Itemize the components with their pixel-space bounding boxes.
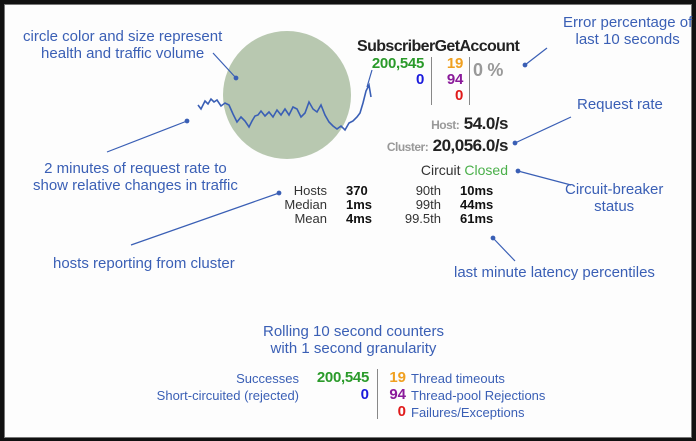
command-name: SubscriberGetAccount xyxy=(357,38,520,55)
circuit-status-row: Circuit Closed xyxy=(421,162,508,178)
rolling-counters-annotation: Rolling 10 second counters with 1 second… xyxy=(263,323,444,357)
diagram-graphics xyxy=(106,31,572,262)
divider-1 xyxy=(431,57,432,105)
legend: Successes 200,545 Short-circuited (rejec… xyxy=(5,369,691,429)
host-rate-row: Host: 54.0/s xyxy=(431,114,508,134)
circuit-label: Circuit xyxy=(420,162,461,178)
divider-2 xyxy=(469,57,470,105)
circuit-breaker-annotation: Circuit-breaker status xyxy=(565,181,664,215)
legend-successes-label: Successes xyxy=(236,371,299,386)
legend-short-value: 0 xyxy=(360,386,369,403)
successes-count: 200,545 xyxy=(371,55,424,72)
circuit-status: Closed xyxy=(464,162,508,178)
legend-short-label: Short-circuited (rejected) xyxy=(156,388,299,403)
hosts-annotation: hosts reporting from cluster xyxy=(53,255,235,272)
health-circle xyxy=(223,31,351,159)
thread-timeouts-count: 19 xyxy=(446,55,463,72)
legend-successes-value: 200,545 xyxy=(316,369,369,386)
cluster-rate-row: Cluster: 20,056.0/s xyxy=(386,136,509,156)
error-percentage-annotation: Error percentage of last 10 seconds xyxy=(563,14,693,48)
legend-divider xyxy=(377,369,378,419)
legend-timeouts-label: Thread timeouts xyxy=(411,371,505,386)
thread-pool-rejections-count: 94 xyxy=(446,71,463,88)
host-rate-value: 54.0/s xyxy=(463,114,509,133)
circle-annotation: circle color and size represent health a… xyxy=(23,28,223,62)
legend-failures-value: 0 xyxy=(397,403,406,420)
error-percentage: 0 % xyxy=(473,60,504,80)
sparkline-annotation: 2 minutes of request rate to show relati… xyxy=(33,160,238,194)
cluster-rate-label: Cluster: xyxy=(386,140,429,154)
legend-rejections-value: 94 xyxy=(389,386,406,403)
request-rate-annotation: Request rate xyxy=(577,96,663,113)
request-rate-sparkline xyxy=(197,82,372,132)
hystrix-dashboard-panel: circle color and size represent health a… xyxy=(4,4,692,438)
legend-timeouts-value: 19 xyxy=(389,369,406,386)
latency-annotation: last minute latency percentiles xyxy=(454,264,655,281)
failures-count: 0 xyxy=(454,87,463,104)
host-rate-label: Host: xyxy=(431,118,460,132)
cluster-rate-value: 20,056.0/s xyxy=(432,136,509,155)
short-circuited-count: 0 xyxy=(415,71,424,88)
legend-rejections-label: Thread-pool Rejections xyxy=(411,388,546,403)
legend-failures-label: Failures/Exceptions xyxy=(411,405,525,420)
